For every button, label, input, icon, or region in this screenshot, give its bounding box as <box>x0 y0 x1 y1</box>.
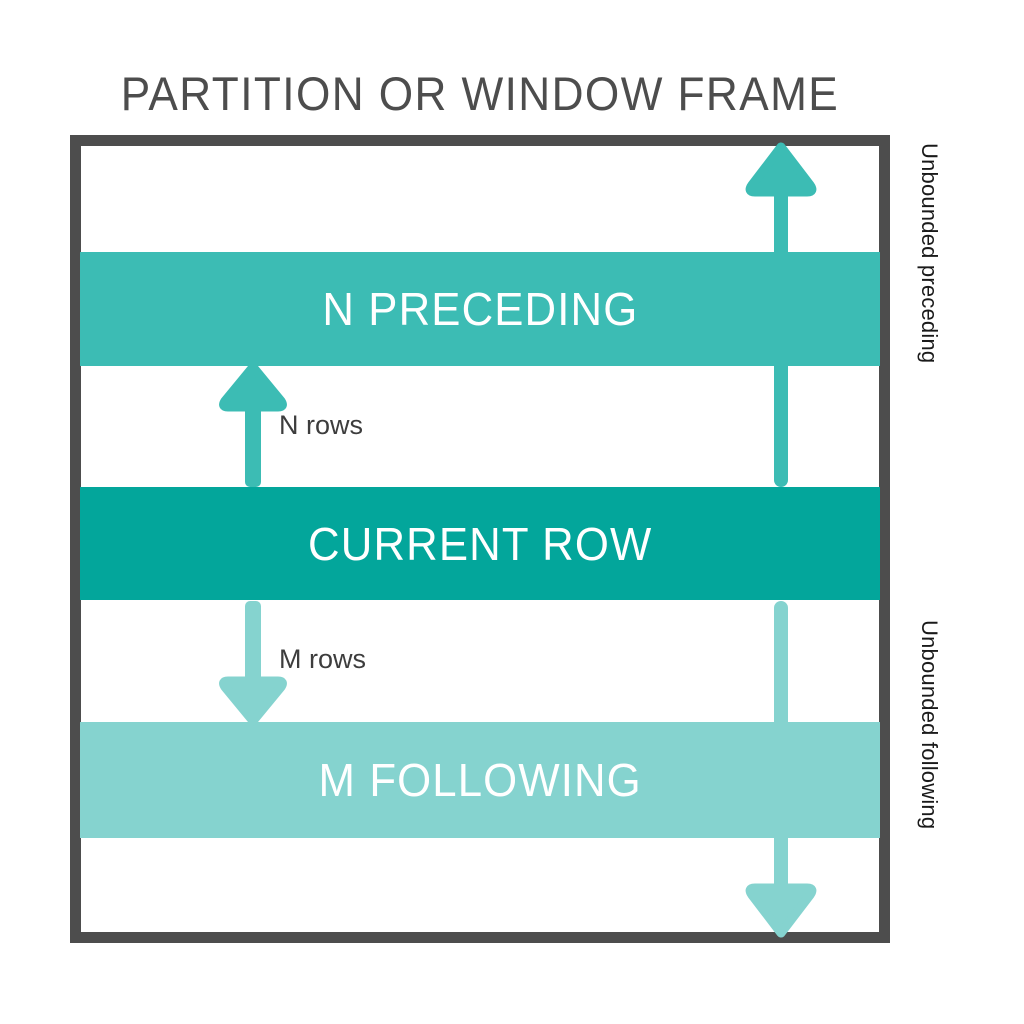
side-label-unbounded-following: Unbounded following <box>917 620 942 830</box>
band-current-row: CURRENT ROW <box>80 487 880 600</box>
m-rows-arrow <box>219 601 287 726</box>
side-label-unbounded-preceding: Unbounded preceding <box>917 143 942 364</box>
unbounded-following-arrow <box>745 601 817 938</box>
unbounded-preceding-arrow <box>745 142 817 487</box>
page-title: PARTITION OR WINDOW FRAME <box>120 67 840 120</box>
m-rows-label: M rows <box>279 644 366 674</box>
band-n-preceding-label: N PRECEDING <box>321 283 639 335</box>
n-rows-arrow <box>219 362 287 487</box>
band-current-row-label: CURRENT ROW <box>307 517 653 570</box>
band-m-following: M FOLLOWING <box>80 722 880 838</box>
n-rows-label: N rows <box>279 410 364 440</box>
band-n-preceding: N PRECEDING <box>80 252 880 366</box>
band-m-following-label: M FOLLOWING <box>318 754 642 806</box>
